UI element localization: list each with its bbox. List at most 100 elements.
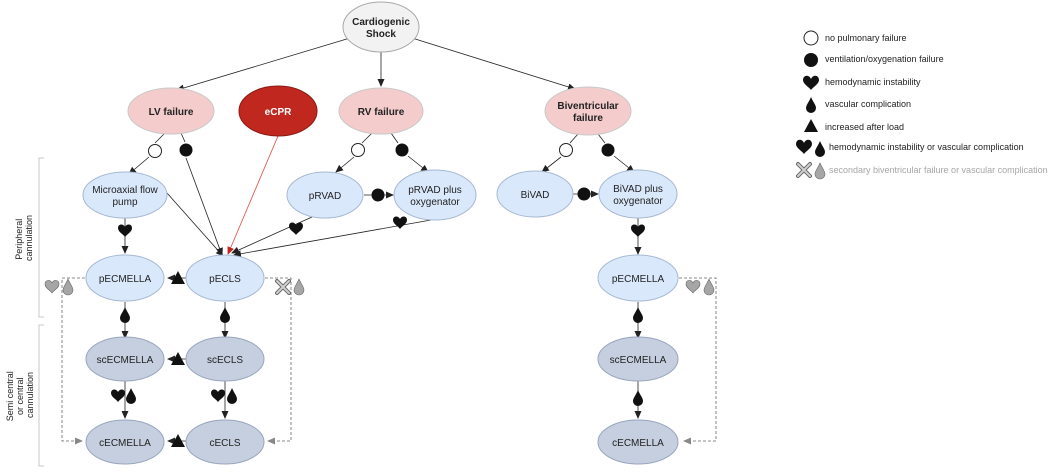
node-cecls-label: cECLS xyxy=(209,438,240,449)
node-ecpr: eCPR xyxy=(238,85,318,137)
open-circle-icon xyxy=(351,143,365,157)
node-cecmella-left: cECMELLA xyxy=(85,419,165,465)
central-label-line2: or central xyxy=(15,377,25,415)
node-bivad-oxy: BiVAD plus oxygenator xyxy=(598,169,678,219)
peripheral-bracket xyxy=(38,157,44,318)
grey-x-icon xyxy=(275,279,291,295)
node-microaxial-line2: pump xyxy=(112,197,137,208)
grey-drop-icon xyxy=(703,278,715,296)
node-pecmella-left: pECMELLA xyxy=(85,254,165,302)
node-biv-failure-line2: failure xyxy=(573,113,603,124)
drop-icon xyxy=(126,388,136,404)
node-bivad-oxy-line2: oxygenator xyxy=(613,196,663,207)
central-label-line1: Semi central xyxy=(5,371,15,421)
central-label-line3: cannulation xyxy=(25,372,35,418)
drop-icon xyxy=(815,141,825,157)
open-circle-icon xyxy=(148,144,162,158)
legend: no pulmonary failure ventilation/oxygena… xyxy=(796,30,1048,180)
grey-drop-icon xyxy=(814,162,826,180)
grey-heart-icon xyxy=(44,280,60,294)
node-rv-failure: RV failure xyxy=(338,87,424,135)
legend-item-7: secondary biventricular failure or vascu… xyxy=(829,165,1048,175)
node-microaxial-line1: Microaxial flow xyxy=(92,185,158,196)
drop-icon xyxy=(227,388,237,404)
triangle-icon xyxy=(804,119,818,132)
peripheral-label-line2: cannulation xyxy=(24,215,34,261)
drop-icon xyxy=(633,307,643,323)
node-pecls-label: pECLS xyxy=(209,274,241,285)
node-prvad: pRVAD xyxy=(286,171,364,219)
central-label: Semi central or central cannulation xyxy=(5,369,35,422)
node-shock: Cardiogenic Shock xyxy=(342,1,420,53)
legend-item-5: increased after load xyxy=(825,122,904,132)
node-prvad-oxy-line1: pRVAD plus xyxy=(408,185,462,196)
node-scecmella-left-label: scECMELLA xyxy=(97,355,154,366)
legend-item-6: hemodynamic instability or vascular comp… xyxy=(829,142,1024,152)
node-microaxial: Microaxial flow pump xyxy=(82,171,168,219)
heart-icon xyxy=(289,222,303,235)
dashed-loops xyxy=(61,277,717,445)
ecpr-arrow xyxy=(227,135,279,255)
node-lv-failure: LV failure xyxy=(127,87,215,135)
node-rv-failure-label: RV failure xyxy=(358,107,405,118)
drop-icon xyxy=(806,97,816,113)
filled-circle-icon xyxy=(804,53,818,67)
node-biv-failure: Biventricular failure xyxy=(544,86,632,136)
node-cecls: cECLS xyxy=(185,419,265,465)
grey-drop-icon xyxy=(293,278,305,296)
node-pecmella-right: pECMELLA xyxy=(597,254,679,302)
node-cecmella-right-label: cECMELLA xyxy=(612,438,664,449)
node-shock-line1: Cardiogenic xyxy=(352,17,410,28)
peripheral-label: Peripheral cannulation xyxy=(14,215,34,261)
heart-icon xyxy=(211,389,225,402)
node-lv-failure-label: LV failure xyxy=(149,107,194,118)
node-prvad-oxy: pRVAD plus oxygenator xyxy=(393,169,477,221)
peripheral-label-line1: Peripheral xyxy=(14,219,24,260)
node-pecmella-left-label: pECMELLA xyxy=(99,274,152,285)
legend-item-1: no pulmonary failure xyxy=(825,33,907,43)
node-pecmella-right-label: pECMELLA xyxy=(612,274,665,285)
node-scecls: scECLS xyxy=(185,336,265,382)
open-circle-icon xyxy=(559,143,573,157)
node-shock-line2: Shock xyxy=(366,29,396,40)
node-cecmella-right: cECMELLA xyxy=(597,419,679,465)
grey-x-icon xyxy=(796,162,812,178)
node-ecpr-label: eCPR xyxy=(265,107,292,118)
drop-icon xyxy=(220,307,230,323)
grey-heart-icon xyxy=(685,280,701,294)
node-bivad-oxy-line1: BiVAD plus xyxy=(613,184,663,195)
filled-circle-icon xyxy=(395,143,409,157)
node-scecmella-left: scECMELLA xyxy=(85,336,165,382)
node-scecmella-right: scECMELLA xyxy=(597,336,679,382)
heart-icon xyxy=(803,75,819,90)
node-bivad-label: BiVAD xyxy=(521,190,550,201)
filled-circle-icon xyxy=(577,187,591,201)
filled-circle-icon xyxy=(371,188,385,202)
heart-icon xyxy=(118,224,132,237)
connector-icons xyxy=(44,143,715,447)
heart-icon xyxy=(393,216,407,229)
node-pecls: pECLS xyxy=(185,254,265,302)
central-bracket xyxy=(38,324,44,467)
node-scecmella-right-label: scECMELLA xyxy=(610,355,667,366)
grey-drop-icon xyxy=(62,278,74,296)
filled-circle-icon xyxy=(179,143,193,157)
legend-item-3: hemodynamic instability xyxy=(825,77,921,87)
legend-item-2: ventilation/oxygenation failure xyxy=(825,54,944,64)
drop-icon xyxy=(120,307,130,323)
heart-icon xyxy=(796,139,812,154)
node-prvad-oxy-line2: oxygenator xyxy=(410,197,460,208)
node-cecmella-left-label: cECMELLA xyxy=(99,438,151,449)
legend-item-4: vascular complication xyxy=(825,99,911,109)
filled-circle-icon xyxy=(601,143,615,157)
triangle-icon xyxy=(171,434,185,447)
open-circle-icon xyxy=(803,30,819,46)
triangle-icon xyxy=(171,352,185,365)
node-prvad-label: pRVAD xyxy=(309,191,341,202)
heart-icon xyxy=(631,224,645,237)
triangle-icon xyxy=(171,271,185,284)
heart-icon xyxy=(111,389,125,402)
drop-icon xyxy=(633,390,643,406)
node-scecls-label: scECLS xyxy=(207,355,243,366)
